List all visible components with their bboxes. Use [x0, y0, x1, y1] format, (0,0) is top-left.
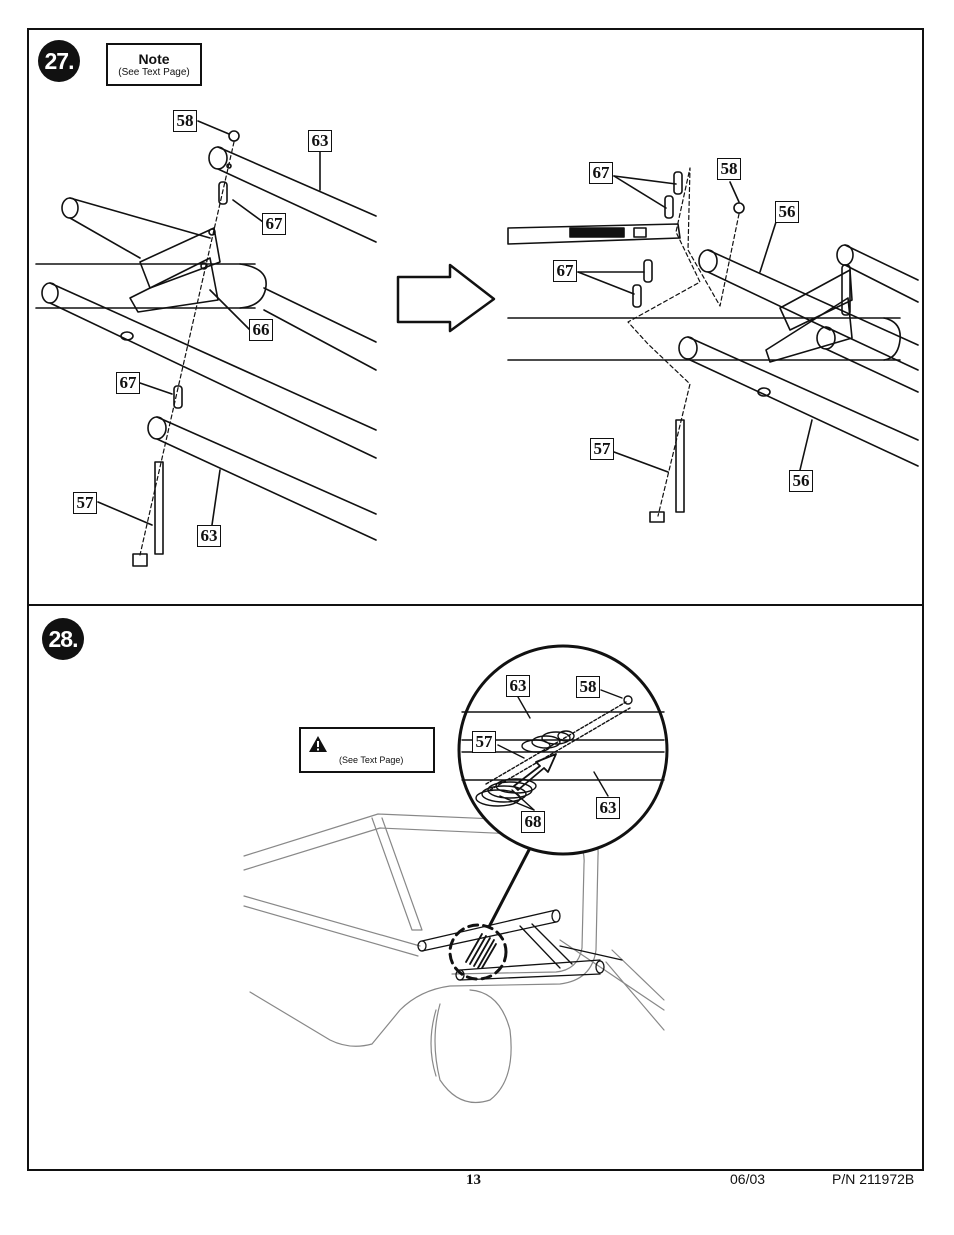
step-28-number: 28. — [42, 618, 84, 660]
part-label-67: 67 — [262, 213, 286, 235]
part-label-66: 66 — [249, 319, 273, 341]
revision-date: 06/03 — [730, 1171, 766, 1187]
part-label-63: 63 — [506, 675, 530, 697]
part-label-63: 63 — [197, 525, 221, 547]
assembly-axis-dashed — [139, 141, 235, 556]
spacer-67-upper — [218, 181, 228, 205]
step-27-note-box: Note (See Text Page) — [106, 43, 202, 86]
transition-arrow — [396, 263, 496, 333]
part-label-57: 57 — [73, 492, 97, 514]
part-label-56: 56 — [775, 201, 799, 223]
part-label-63: 63 — [308, 130, 332, 152]
part-label-57: 57 — [590, 438, 614, 460]
note-title: Note — [138, 51, 170, 67]
detail-callout-line — [488, 846, 532, 927]
nut-58 — [228, 130, 240, 142]
frame-outline — [243, 813, 665, 1104]
part-label-63: 63 — [596, 797, 620, 819]
part-number: P/N 211972B — [832, 1171, 915, 1187]
bolt-57-shaft — [154, 461, 164, 555]
warning-box: (See Text Page) — [299, 727, 435, 773]
part-label-67: 67 — [116, 372, 140, 394]
frame-rail — [507, 223, 681, 245]
note-subtitle: (See Text Page) — [118, 67, 190, 78]
cross-beam-end — [239, 263, 267, 309]
part-label-58: 58 — [576, 676, 600, 698]
part-label-56: 56 — [789, 470, 813, 492]
part-label-67: 67 — [553, 260, 577, 282]
part-label-68: 68 — [521, 811, 545, 833]
rail-logo — [569, 227, 625, 238]
part-label-58: 58 — [173, 110, 197, 132]
part-label-67: 67 — [589, 162, 613, 184]
page-number: 13 — [466, 1172, 481, 1188]
spacer-67-lower — [173, 385, 183, 409]
warning-triangle-icon — [309, 736, 327, 752]
bracket-66 — [129, 257, 219, 313]
part-label-57: 57 — [472, 731, 496, 753]
detail-callout-circle — [448, 923, 508, 981]
warning-subtitle: (See Text Page) — [339, 755, 404, 765]
step-27-number: 27. — [38, 40, 80, 82]
part-label-58: 58 — [717, 158, 741, 180]
